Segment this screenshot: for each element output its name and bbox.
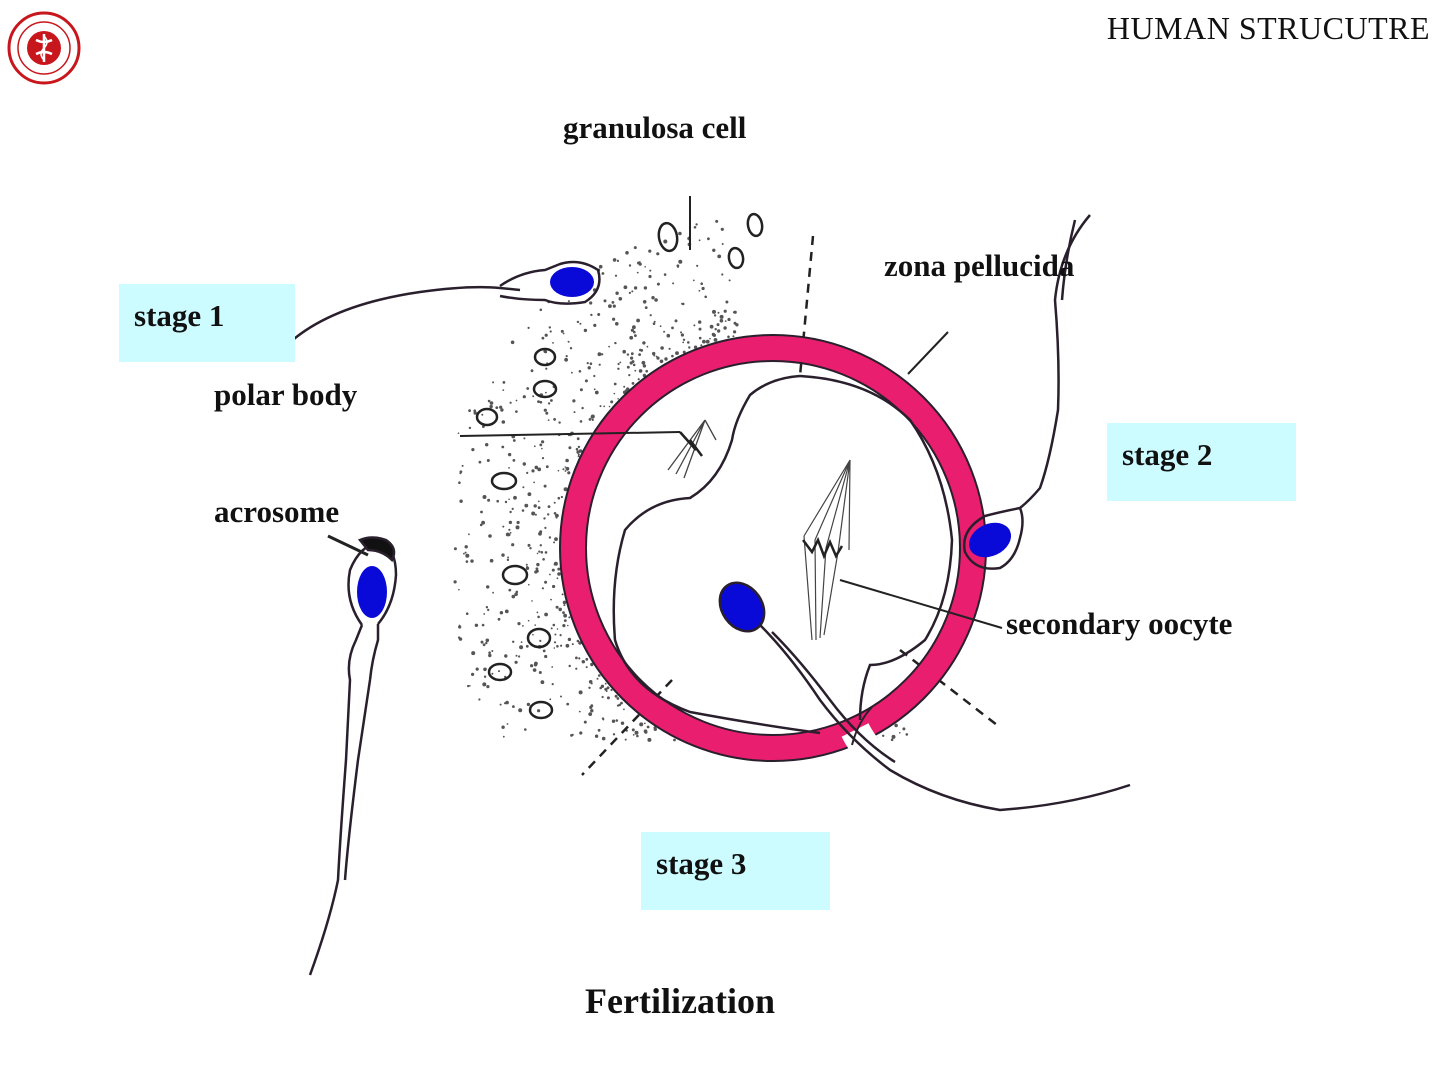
label-zona-pellucida: zona pellucida [884,248,1075,283]
sperm-stage1 [286,260,601,346]
stage-1-box: stage 1 [119,284,295,362]
page-title: HUMAN STRUCUTRE [1106,10,1430,46]
university-seal-icon [7,11,81,85]
diagram-caption: Fertilization [585,981,775,1021]
stage-3-box: stage 3 [641,832,830,910]
label-granulosa-cell: granulosa cell [563,110,747,145]
label-acrosome: acrosome [214,494,340,529]
stage-2-box: stage 2 [1107,423,1296,501]
label-polar-body: polar body [214,377,358,412]
sperm-stage3 [718,581,1131,812]
sperm-acrosome [308,536,398,976]
sperm-stage2 [962,214,1091,570]
label-secondary-oocyte: secondary oocyte [1006,606,1233,641]
zona-pellucida-ring [560,335,986,761]
